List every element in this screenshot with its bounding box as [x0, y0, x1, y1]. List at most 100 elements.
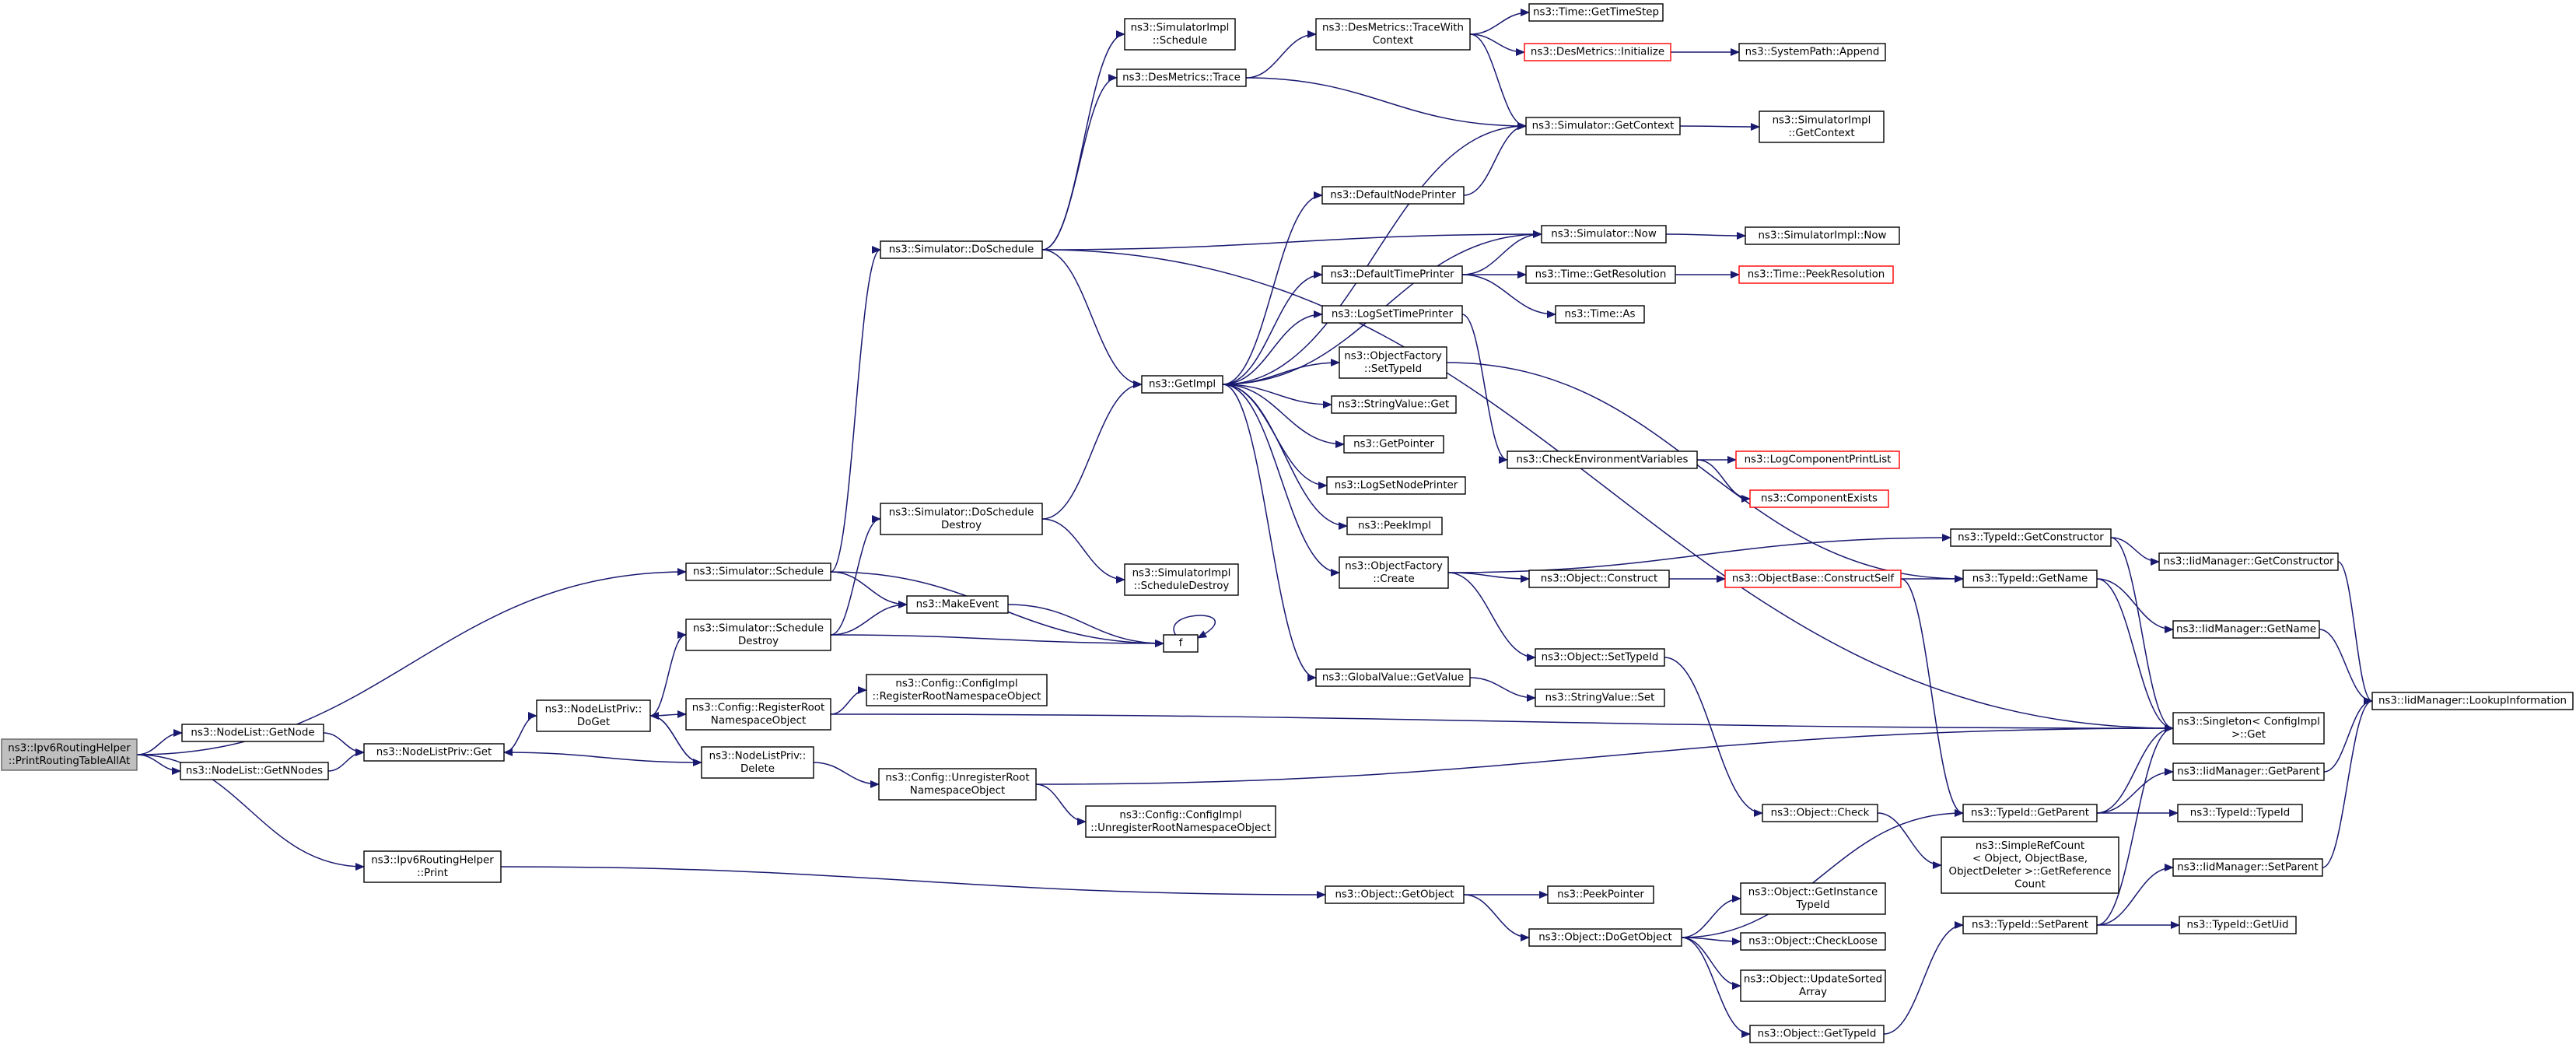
node-iid-getname[interactable]: ns3::IidManager::GetName [2172, 620, 2320, 639]
node-getimpl[interactable]: ns3::GetImpl [1141, 375, 1223, 394]
node-simimpl-getcontext[interactable]: ns3::SimulatorImpl::GetContext [1759, 110, 1885, 143]
node-box [536, 699, 651, 732]
node-sv-set[interactable]: ns3::StringValue::Set [1535, 689, 1665, 707]
edge-getimpl-to-stringvalue-get [1222, 384, 1332, 408]
node-stringvalue-get[interactable]: ns3::StringValue::Get [1331, 395, 1457, 414]
node-simimpl-now[interactable]: ns3::SimulatorImpl::Now [1745, 226, 1900, 245]
node-sim-schedule[interactable]: ns3::Simulator::Schedule [685, 563, 831, 581]
edge-line [136, 754, 365, 871]
node-defaultnodeprinter[interactable]: ns3::DefaultNodePrinter [1321, 186, 1465, 205]
node-ipv6-print[interactable]: ns3::Ipv6RoutingHelper::Print [363, 850, 502, 883]
node-nlp-delete[interactable]: ns3::NodeListPriv::Delete [701, 746, 814, 779]
node-getpointer[interactable]: ns3::GetPointer [1343, 435, 1444, 454]
node-sim-doschedule[interactable]: ns3::Simulator::DoSchedule [880, 240, 1043, 259]
node-iid-getctor[interactable]: ns3::IidManager::GetConstructor [2158, 552, 2339, 571]
edge-line [1222, 359, 1340, 385]
edge-line [1461, 314, 1508, 464]
edge-line [1007, 604, 1164, 647]
edge-typeid-setparent-to-singleton-get [2096, 724, 2174, 926]
node-typeid-getuid[interactable]: ns3::TypeId::GetUid [2179, 916, 2297, 934]
node-time-as[interactable]: ns3::Time::As [1555, 305, 1645, 324]
node-of-settypeid[interactable]: ns3::ObjectFactory::SetTypeId [1339, 346, 1447, 379]
node-sim-sched-destroy[interactable]: ns3::Simulator::ScheduleDestroy [685, 619, 831, 651]
node-box [685, 619, 831, 651]
node-checkenv[interactable]: ns3::CheckEnvironmentVariables [1507, 450, 1698, 469]
node-nl-getnode[interactable]: ns3::NodeList::GetNode [181, 724, 324, 742]
edge-line [136, 754, 181, 775]
node-iid-lookup[interactable]: ns3::IidManager::LookupInformation [2371, 692, 2574, 710]
node-typeid-setparent[interactable]: ns3::TypeId::SetParent [1962, 916, 2098, 934]
node-typeid-getctor[interactable]: ns3::TypeId::GetConstructor [1950, 528, 2112, 547]
node-cfgimpl-register[interactable]: ns3::Config::ConfigImpl::RegisterRootNam… [866, 674, 1048, 706]
node-simplerefcount[interactable]: ns3::SimpleRefCount< Object, ObjectBase,… [1941, 836, 2119, 894]
node-nlp-get[interactable]: ns3::NodeListPriv::Get [363, 743, 505, 762]
node-peekimpl[interactable]: ns3::PeekImpl [1346, 517, 1443, 535]
node-peekpointer[interactable]: ns3::PeekPointer [1547, 885, 1654, 904]
node-obj-getobject[interactable]: ns3::Object::GetObject [1325, 885, 1465, 904]
node-obj-dogetobject[interactable]: ns3::Object::DoGetObject [1528, 928, 1682, 947]
node-obj-gettypeid[interactable]: ns3::Object::GetTypeId [1749, 1025, 1885, 1043]
node-logsettimeprinter[interactable]: ns3::LogSetTimePrinter [1321, 305, 1463, 324]
node-box [2158, 552, 2339, 571]
node-sim-getcontext[interactable]: ns3::Simulator::GetContext [1525, 117, 1681, 135]
node-singleton-get[interactable]: ns3::Singleton< ConfigImpl >::Get [2172, 712, 2325, 745]
node-sim-now[interactable]: ns3::Simulator::Now [1541, 225, 1667, 244]
node-syspath-append[interactable]: ns3::SystemPath::Append [1738, 43, 1886, 61]
node-iid-setparent[interactable]: ns3::IidManager::SetParent [2172, 858, 2323, 877]
node-desmetrics-init[interactable]: ns3::DesMetrics::Initialize [1524, 43, 1671, 61]
node-time-getres[interactable]: ns3::Time::GetResolution [1525, 265, 1676, 284]
edge-iid-setparent-to-iid-lookup [2322, 697, 2373, 868]
node-obj-checkloose[interactable]: ns3::Object::CheckLoose [1740, 932, 1886, 951]
node-defaulttimeprinter[interactable]: ns3::DefaultTimePrinter [1321, 265, 1463, 284]
edge-typeid-getname-to-singleton-get [2096, 578, 2174, 732]
node-simimpl-schedule[interactable]: ns3::SimulatorImpl::Schedule [1124, 18, 1236, 51]
node-f[interactable]: f [1163, 634, 1199, 653]
node-label: TypeId [1795, 899, 1829, 911]
node-logsetnodeprinter[interactable]: ns3::LogSetNodePrinter [1326, 476, 1466, 495]
node-typeid-getparent[interactable]: ns3::TypeId::GetParent [1962, 804, 2098, 822]
node-box [1759, 110, 1885, 143]
node-cfg-register[interactable]: ns3::Config::RegisterRootNamespaceObject [685, 698, 831, 731]
node-simimpl-scheddestroy[interactable]: ns3::SimulatorImpl::ScheduleDestroy [1124, 563, 1239, 596]
node-box [1326, 476, 1466, 495]
node-box [1124, 18, 1236, 51]
node-root[interactable]: ns3::Ipv6RoutingHelper::PrintRoutingTabl… [1, 738, 138, 771]
edge-line [1173, 615, 1216, 639]
node-objbase-constructself[interactable]: ns3::ObjectBase::ConstructSelf [1724, 570, 1902, 588]
node-iid-getparent[interactable]: ns3::IidManager::GetParent [2172, 762, 2325, 781]
node-label: ns3::PeekPointer [1557, 889, 1644, 901]
node-nlp-doget[interactable]: ns3::NodeListPriv::DoGet [536, 699, 651, 732]
node-nl-getnnodes[interactable]: ns3::NodeList::GetNNodes [180, 762, 329, 780]
node-componentexists[interactable]: ns3::ComponentExists [1749, 489, 1889, 508]
node-box [1339, 556, 1449, 589]
node-label: Destroy [738, 636, 779, 647]
node-cfgimpl-unregister[interactable]: ns3::Config::ConfigImpl::UnregisterRootN… [1085, 805, 1276, 838]
node-typeid-typeid[interactable]: ns3::TypeId::TypeId [2177, 804, 2303, 822]
node-obj-settypeid[interactable]: ns3::Object::SetTypeId [1535, 648, 1665, 667]
edge-line [500, 866, 1326, 899]
node-typeid-getname[interactable]: ns3::TypeId::GetName [1962, 570, 2098, 588]
node-logcompprintlist[interactable]: ns3::LogComponentPrintList [1735, 450, 1900, 469]
node-label: ns3::LogSetNodePrinter [1335, 480, 1458, 492]
node-obj-construct[interactable]: ns3::Object::Construct [1528, 570, 1670, 588]
edge-line [323, 732, 365, 756]
node-cfg-unregister[interactable]: ns3::Config::UnregisterRootNamespaceObje… [878, 768, 1037, 801]
node-box [1535, 648, 1665, 667]
node-obj-check[interactable]: ns3::Object::Check [1762, 804, 1878, 822]
node-makeevent[interactable]: ns3::MakeEvent [906, 595, 1009, 614]
node-time-peekres[interactable]: ns3::Time::PeekResolution [1738, 265, 1894, 284]
node-desmetrics-trace[interactable]: ns3::DesMetrics::Trace [1116, 68, 1247, 87]
node-gv-getvalue[interactable]: ns3::GlobalValue::GetValue [1315, 668, 1471, 687]
edge-ipv6-print-to-obj-getobject [500, 866, 1326, 899]
node-label: ns3::Simulator::DoSchedule [889, 506, 1034, 518]
node-label: ns3::Time::As [1565, 309, 1636, 321]
node-label: ns3::Object::GetTypeId [1758, 1029, 1877, 1040]
node-of-create[interactable]: ns3::ObjectFactory::Create [1339, 556, 1449, 589]
node-time-gettimestep[interactable]: ns3::Time::GetTimeStep [1528, 3, 1664, 22]
edge-sim-now-to-simimpl-now [1665, 231, 1746, 240]
node-label: ns3::Simulator::DoSchedule [889, 244, 1034, 256]
